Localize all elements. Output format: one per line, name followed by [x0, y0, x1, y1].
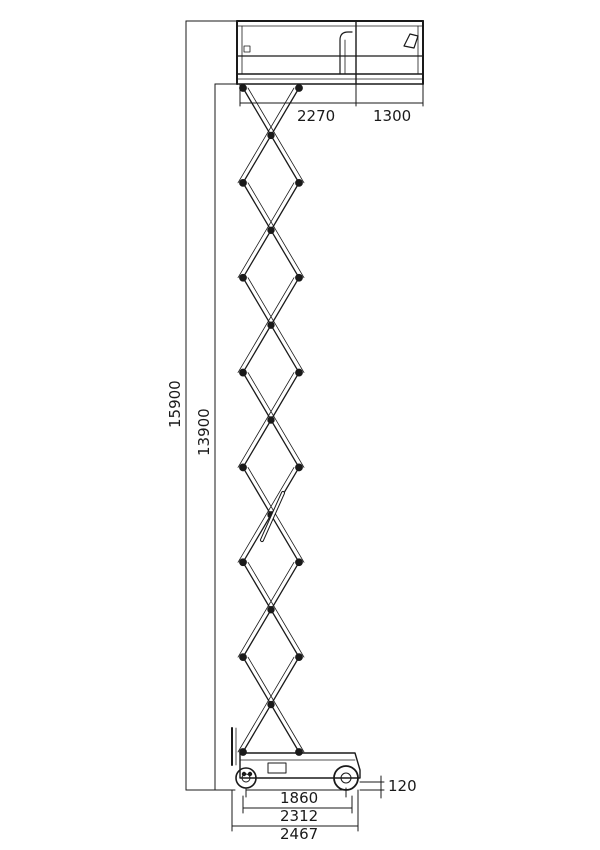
- dim-base-length: 2312: [280, 807, 318, 825]
- scissor-arm-edge: [237, 87, 295, 184]
- scissor-arm-edge: [247, 467, 305, 563]
- scissor-center-pivot: [267, 131, 275, 140]
- scissor-end-pivot: [239, 273, 247, 282]
- scissor-center-pivot: [267, 321, 275, 329]
- scissor-end-pivot: [239, 368, 247, 377]
- dimension-lines: [185, 20, 424, 832]
- scissor-end-pivot: [295, 178, 303, 187]
- scissor-end-pivot: [295, 653, 303, 662]
- dim-ground-clearance: 120: [388, 777, 417, 795]
- dim-platform-length: 2270: [297, 107, 335, 125]
- platform: [236, 20, 424, 85]
- dim-wheelbase: 1860: [280, 789, 318, 807]
- scissor-end-pivot: [239, 463, 247, 472]
- scissor-arm-edge: [247, 277, 305, 373]
- scissor-arm-edge: [237, 561, 295, 658]
- scissor-end-pivot: [295, 748, 303, 756]
- scissor-pivots: [239, 84, 303, 756]
- scissor-end-pivot: [295, 558, 303, 567]
- scissor-end-pivot: [239, 558, 247, 567]
- scissor-center-pivot: [267, 226, 275, 234]
- scissor-end-pivot: [295, 463, 303, 472]
- scissor-stack: [237, 84, 305, 756]
- scissor-end-pivot: [239, 653, 247, 662]
- scissor-end-pivot: [295, 84, 303, 92]
- scissor-end-pivot: [239, 178, 247, 187]
- scissor-arm-edge: [247, 87, 305, 184]
- scissor-center-pivot: [267, 606, 275, 614]
- scissor-arm-edge: [237, 277, 295, 373]
- scissor-arm-edge: [237, 372, 295, 468]
- scissor-end-pivot: [295, 273, 303, 282]
- scissor-center-pivot: [267, 700, 275, 709]
- scissor-arm-edge: [237, 182, 295, 279]
- scissor-arm-edge: [247, 372, 305, 468]
- scissor-end-pivot: [239, 84, 247, 92]
- dim-platform-height: 13900: [195, 408, 213, 456]
- scissor-arm-edge: [247, 656, 305, 753]
- scissor-center-pivot: [267, 416, 275, 424]
- scissor-arm-edge: [247, 182, 305, 279]
- dimension-labels: 2270 1300 15900 13900 120 1860 2312 2467: [166, 107, 417, 843]
- scissor-arm-edge: [237, 467, 295, 563]
- dim-working-height: 15900: [166, 380, 184, 428]
- dim-extension-length: 1300: [373, 107, 411, 125]
- scissor-end-pivot: [295, 368, 303, 377]
- dim-overall-length: 2467: [280, 825, 318, 843]
- scissor-arm-edge: [237, 656, 295, 753]
- scissor-arm-edge: [247, 561, 305, 658]
